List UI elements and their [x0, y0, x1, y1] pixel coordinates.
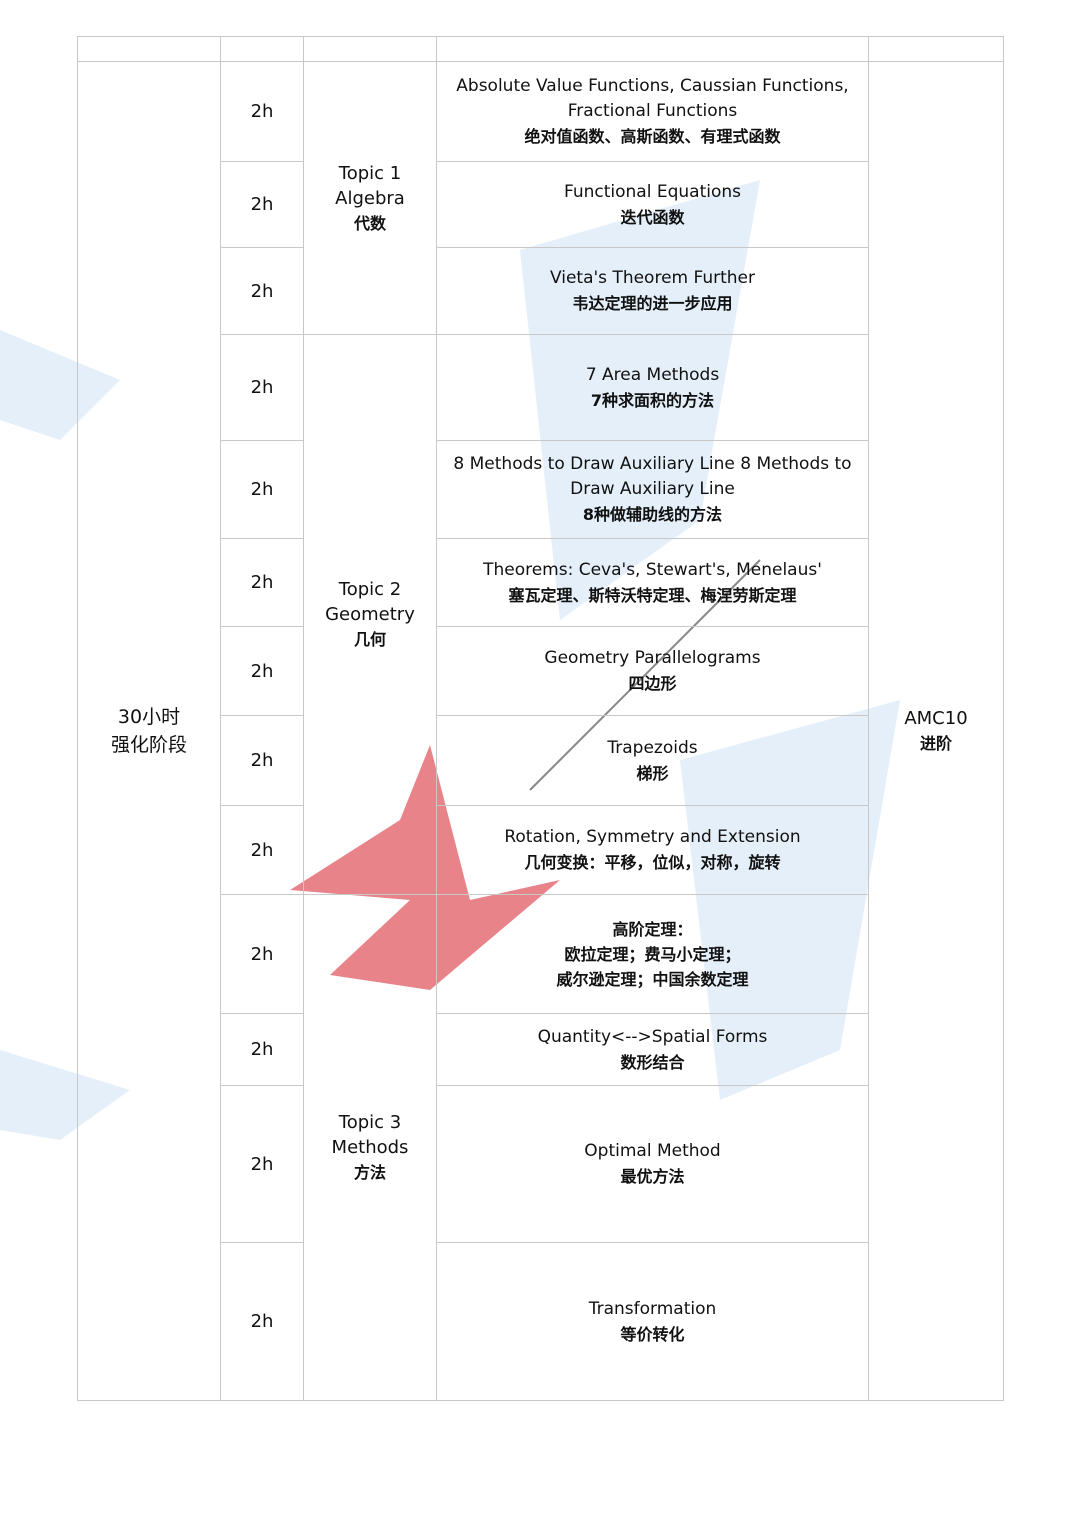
curriculum-table: 30小时强化阶段 2h Topic 1 Algebra 代数 Absolute Va…: [77, 36, 1004, 1401]
level-cell: AMC10 进阶: [868, 61, 1004, 1401]
topic-en: Algebra: [335, 187, 405, 209]
level-en: AMC10: [904, 708, 968, 729]
lesson-hours: 2h: [220, 538, 304, 627]
stage-cell: 30小时强化阶段: [77, 61, 221, 1401]
lesson-content: Absolute Value Functions, Caussian Funct…: [436, 61, 869, 162]
lesson-hours: 2h: [220, 626, 304, 716]
lesson-content: 高阶定理：欧拉定理；费马小定理；威尔逊定理；中国余数定理: [436, 894, 869, 1014]
lesson-hours: 2h: [220, 805, 304, 895]
lesson-hours: 2h: [220, 247, 304, 335]
lesson-content: Theorems: Ceva's, Stewart's, Menelaus'塞瓦…: [436, 538, 869, 627]
topic-cell: Topic 2 Geometry 几何: [303, 334, 437, 895]
lesson-hours: 2h: [220, 161, 304, 248]
header-row: [77, 36, 1004, 62]
topic-en: Methods: [331, 1137, 409, 1158]
stage-name: 强化阶段: [110, 734, 187, 756]
lesson-hours: 2h: [220, 61, 304, 162]
lesson-hours: 2h: [220, 1085, 304, 1243]
lesson-hours: 2h: [220, 440, 304, 539]
lesson-hours: 2h: [220, 1242, 304, 1401]
topic-en: Geometry: [325, 604, 415, 625]
lesson-hours: 2h: [220, 1013, 304, 1086]
lesson-hours: 2h: [220, 894, 304, 1014]
topic-zh: 代数: [353, 213, 386, 233]
lesson-content: 8 Methods to Draw Auxiliary Line 8 Metho…: [436, 440, 869, 539]
topic-zh: 方法: [353, 1163, 386, 1182]
topic-zh: 几何: [353, 630, 386, 649]
topic-title: Topic 2: [338, 579, 402, 600]
lesson-hours: 2h: [220, 715, 304, 806]
stage-hours: 30小时: [117, 706, 181, 728]
topic-title: Topic 3: [338, 1112, 402, 1133]
topic-cell: Topic 3 Methods 方法: [303, 894, 437, 1401]
topic-title: Topic 1: [338, 162, 402, 184]
topic-cell: Topic 1 Algebra 代数: [303, 61, 437, 335]
level-zh: 进阶: [919, 734, 952, 753]
lesson-hours: 2h: [220, 334, 304, 441]
